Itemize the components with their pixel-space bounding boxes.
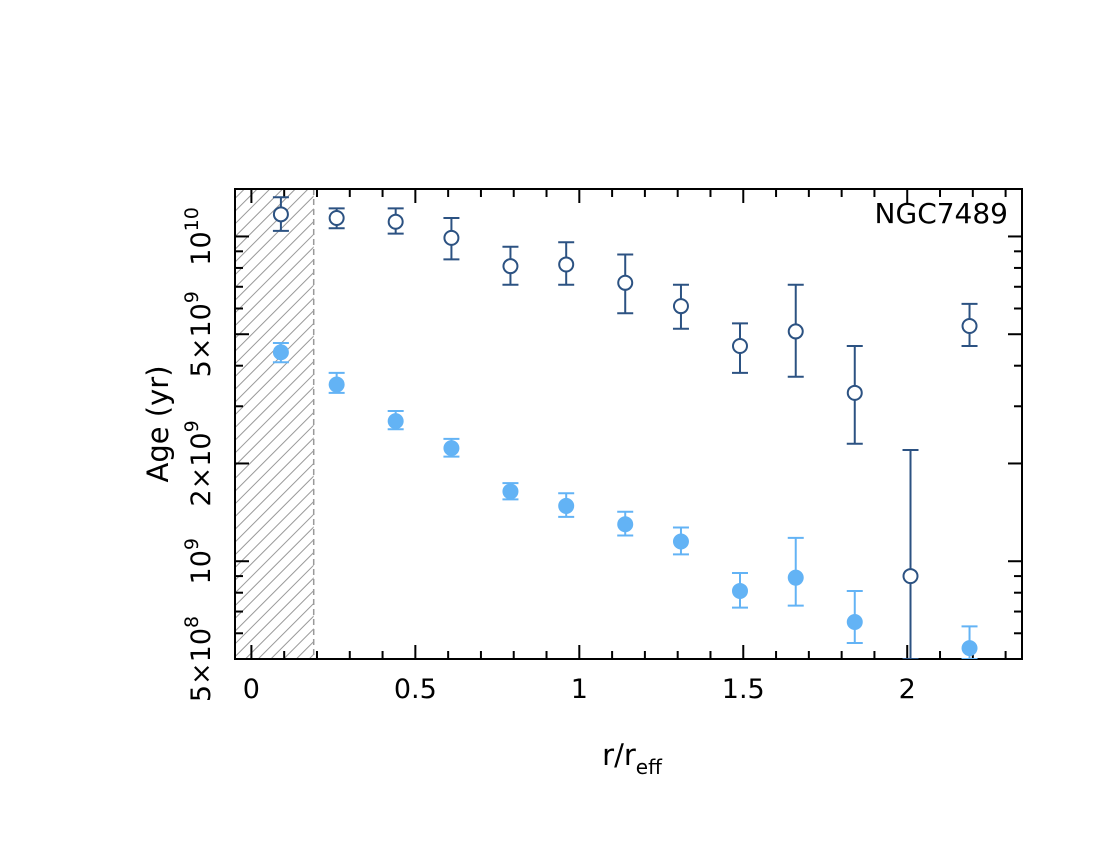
y-tick-label-text: 109 — [181, 538, 217, 584]
marker-open — [558, 256, 575, 273]
galaxy-label: NGC7489 — [875, 197, 1008, 230]
y-tick-exponent: 9 — [181, 420, 203, 432]
x-tick-label: 0.5 — [394, 674, 437, 705]
x-tick-label: 0 — [243, 674, 260, 705]
data-point — [961, 625, 978, 659]
y-tick-exponent: 9 — [181, 291, 203, 303]
data-point — [787, 283, 804, 378]
marker-open — [961, 318, 978, 335]
data-point — [846, 344, 863, 445]
y-tick-exponent: 10 — [181, 207, 203, 231]
data-point — [387, 207, 404, 235]
series-1 — [272, 196, 978, 659]
y-axis-label: Age (yr) — [141, 365, 175, 482]
y-tick-label: 1010 — [181, 207, 217, 266]
data-point — [846, 589, 863, 645]
data-point — [387, 410, 404, 431]
data-point — [443, 437, 460, 458]
data-point — [328, 371, 345, 394]
data-point — [558, 492, 575, 518]
marker-filled — [328, 376, 345, 393]
x-tick-label: 2 — [899, 674, 916, 705]
x-axis-label-subscript: eff — [636, 755, 663, 779]
plot-frame — [234, 188, 1023, 660]
data-point — [328, 207, 345, 230]
data-point — [672, 283, 689, 330]
x-axis-label-main: r/r — [602, 738, 636, 772]
marker-open — [672, 298, 689, 315]
marker-open — [846, 384, 863, 401]
marker-open — [902, 568, 919, 585]
data-point — [731, 322, 748, 374]
x-axis-label: r/reff — [602, 738, 663, 779]
excluded-region — [235, 189, 315, 659]
marker-open — [502, 258, 519, 275]
data-point — [617, 510, 634, 537]
data-point — [731, 571, 748, 609]
data-point — [902, 449, 919, 659]
marker-filled — [443, 440, 460, 457]
marker-filled — [787, 569, 804, 586]
data-point — [558, 241, 575, 286]
y-tick-mantissa: 2×10 — [186, 432, 217, 506]
marker-open — [731, 337, 748, 354]
y-tick-label-text: 2×109 — [181, 420, 217, 506]
axes — [234, 188, 1023, 660]
marker-filled — [731, 582, 748, 599]
data-point — [443, 216, 460, 261]
x-tick-label: 1.5 — [722, 674, 765, 705]
marker-open — [328, 209, 345, 226]
marker-open — [272, 206, 289, 223]
marker-filled — [272, 344, 289, 361]
marker-open — [387, 213, 404, 230]
marker-filled — [617, 516, 634, 533]
marker-filled — [672, 533, 689, 550]
data-point — [502, 245, 519, 286]
y-tick-label-text: 5×109 — [181, 291, 217, 377]
y-tick-label: 109 — [181, 538, 217, 584]
marker-open — [443, 229, 460, 246]
hatch-fill — [235, 189, 314, 659]
x-tick-label: 1 — [571, 674, 588, 705]
y-tick-label: 5×109 — [181, 291, 217, 377]
marker-open — [617, 274, 634, 291]
y-tick-exponent: 9 — [181, 538, 203, 550]
y-tick-exponent: 8 — [181, 616, 203, 628]
y-tick-mantissa: 5×10 — [186, 303, 217, 377]
y-tick-mantissa: 10 — [186, 231, 217, 265]
y-tick-label: 5×108 — [181, 616, 217, 702]
marker-open — [787, 323, 804, 340]
y-tick-mantissa: 5×10 — [186, 628, 217, 702]
data-point — [617, 253, 634, 315]
y-tick-label-text: 1010 — [181, 207, 217, 266]
marker-filled — [558, 497, 575, 514]
marker-filled — [387, 413, 404, 430]
y-tick-mantissa: 10 — [186, 550, 217, 584]
marker-filled — [961, 640, 978, 657]
y-tick-label: 2×109 — [181, 420, 217, 506]
marker-filled — [502, 483, 519, 500]
marker-filled — [846, 613, 863, 630]
series-2 — [272, 341, 978, 659]
data-point — [961, 302, 978, 347]
data-series — [272, 196, 978, 659]
data-point — [272, 341, 289, 364]
data-point — [787, 536, 804, 607]
data-point — [502, 482, 519, 501]
data-point — [272, 196, 289, 232]
data-point — [672, 526, 689, 556]
y-tick-label-text: 5×108 — [181, 616, 217, 702]
